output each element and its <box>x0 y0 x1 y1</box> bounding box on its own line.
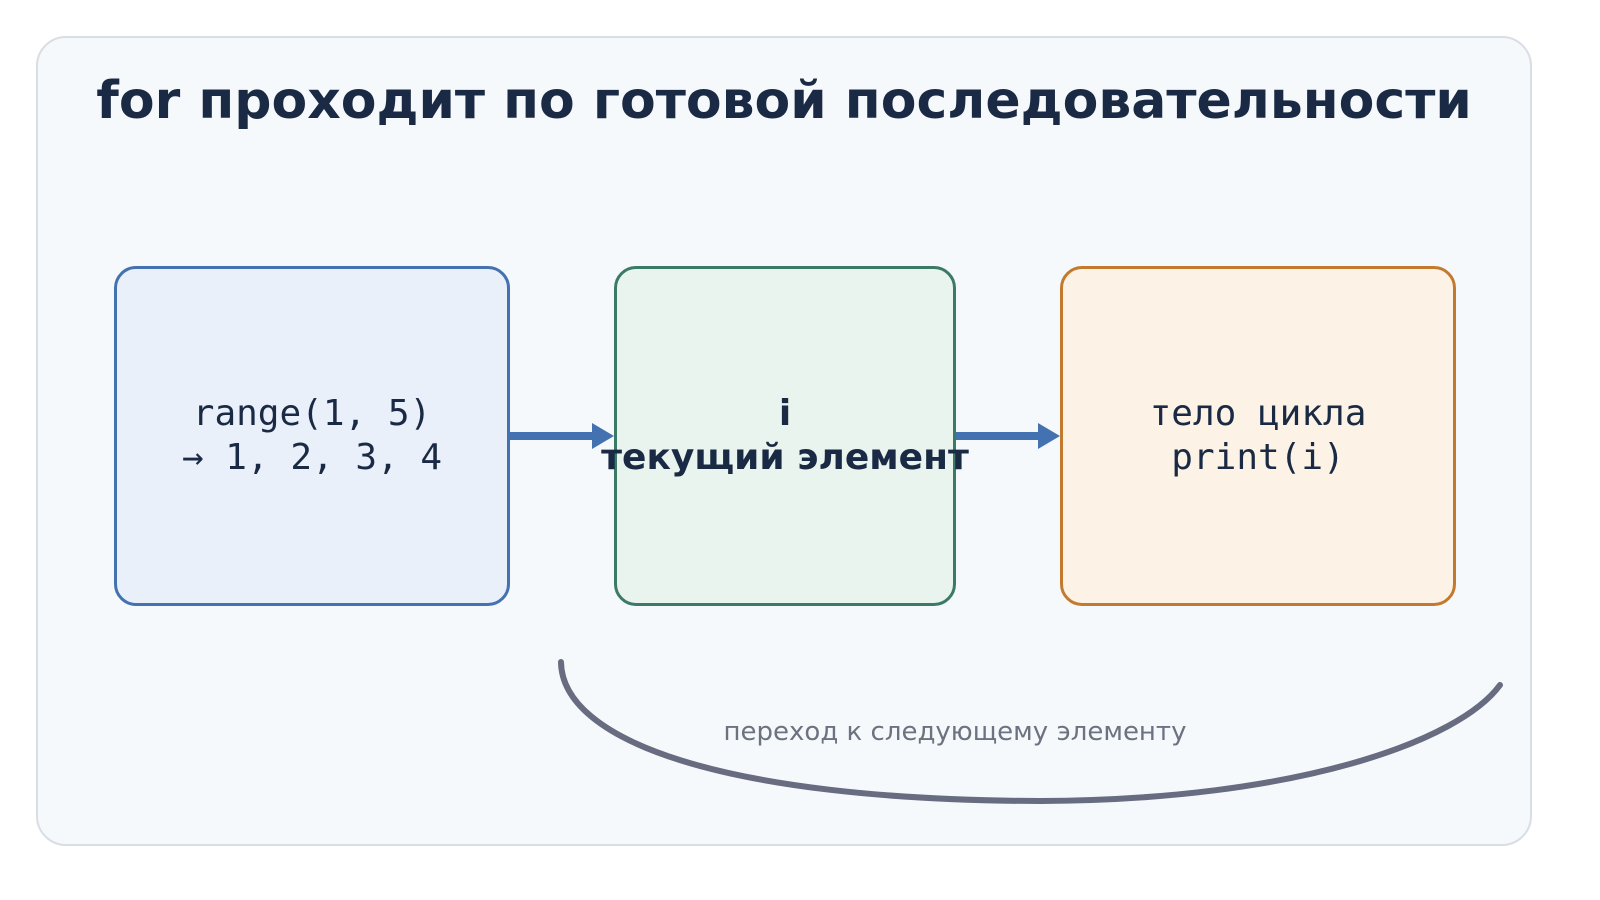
range-box-code: range(1, 5) <box>192 393 432 434</box>
range-box-values: → 1, 2, 3, 4 <box>181 437 443 478</box>
range-box: range(1, 5) → 1, 2, 3, 4 <box>114 266 510 606</box>
loop-back-label: переход к следующему элементу <box>723 717 1187 747</box>
diagram-title: for проходит по готовой последовательнос… <box>96 71 1472 131</box>
current-element-caption: текущий элемент <box>601 437 969 478</box>
loop-body-caption: тело цикла <box>1149 393 1367 434</box>
current-element-variable: i <box>778 393 792 434</box>
current-element-box: i текущий элемент <box>601 266 969 606</box>
loop-body-code: print(i) <box>1171 437 1345 478</box>
loop-body-box: тело цикла print(i) <box>1060 266 1456 606</box>
